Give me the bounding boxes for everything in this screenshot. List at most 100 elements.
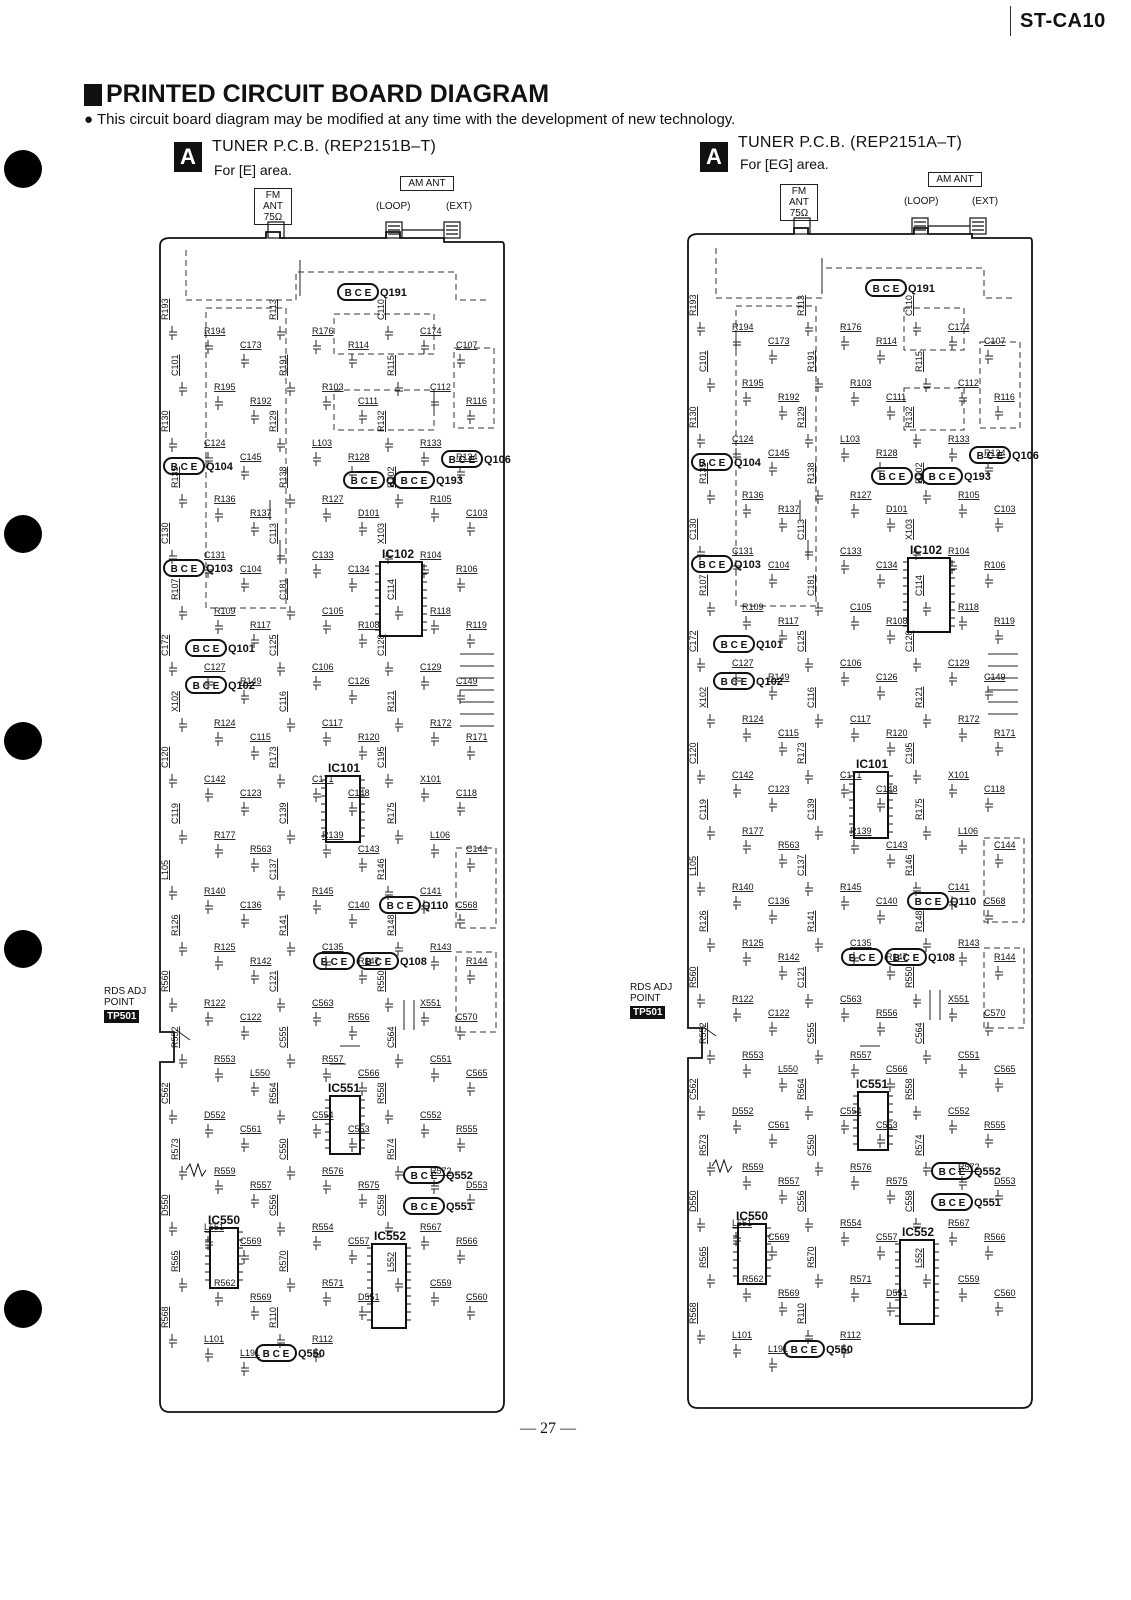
component-glyph: [959, 1288, 967, 1302]
component-label: L105: [688, 856, 698, 876]
fm-antenna-box: FM ANT 75Ω: [780, 184, 818, 221]
component-glyph: [923, 1162, 931, 1176]
transistor-label: Q552: [974, 1166, 1001, 1178]
component-label: R103: [850, 378, 872, 388]
component-glyph: [421, 1012, 429, 1026]
component-glyph: [707, 1162, 715, 1176]
component-glyph: [241, 1026, 249, 1040]
loop-label: (LOOP): [904, 196, 939, 207]
component-label: R564: [268, 1082, 278, 1104]
component-label: R570: [806, 1246, 816, 1268]
component-glyph: [769, 910, 777, 924]
component-glyph: [457, 1026, 465, 1040]
component-label: C107: [456, 340, 478, 350]
component-label: C128: [904, 630, 914, 652]
component-label: R172: [958, 714, 980, 724]
transistor-label: Q101: [756, 639, 783, 651]
component-label: R130: [160, 410, 170, 432]
component-label: C557: [876, 1232, 898, 1242]
bce-label: B C E: [411, 1202, 438, 1213]
component-label: L101: [204, 1334, 224, 1344]
component-label: R554: [312, 1222, 334, 1232]
component-glyph: [779, 966, 787, 980]
component-glyph: [169, 550, 177, 564]
component-glyph: [395, 1278, 403, 1292]
component-label: X102: [170, 691, 180, 712]
component-glyph: [457, 914, 465, 928]
component-label: R134: [456, 452, 478, 462]
ic-chip: [379, 561, 423, 637]
component-glyph: [923, 714, 931, 728]
component-label: C137: [268, 858, 278, 880]
component-label: R118: [430, 606, 451, 616]
component-glyph: [323, 620, 331, 634]
transistor-bce: [393, 471, 435, 489]
component-label: C142: [204, 774, 226, 784]
component-glyph: [287, 494, 295, 508]
component-label: C556: [796, 1190, 806, 1212]
ext-label: (EXT): [446, 201, 473, 212]
component-glyph: [841, 1120, 849, 1134]
rds-point-label: POINT: [104, 997, 135, 1008]
component-label: C105: [850, 602, 872, 612]
component-label: C564: [914, 1022, 924, 1044]
component-label: C181: [806, 574, 816, 596]
component-glyph: [769, 798, 777, 812]
component-glyph: [359, 970, 367, 984]
component-label: R135: [170, 466, 180, 488]
component-glyph: [877, 462, 885, 476]
transistor-label: Q104: [734, 457, 762, 469]
component-glyph: [251, 410, 259, 424]
component-glyph: [949, 1120, 957, 1134]
component-glyph: [169, 1222, 177, 1236]
component-label: L105: [160, 860, 170, 880]
component-glyph: [457, 354, 465, 368]
component-glyph: [431, 732, 439, 746]
component-label: C121: [268, 970, 278, 992]
component-label: R575: [358, 1180, 380, 1190]
component-glyph: [421, 1124, 429, 1138]
component-glyph: [841, 784, 849, 798]
component-glyph: [707, 826, 715, 840]
component-glyph: [313, 564, 321, 578]
component-label: R129: [268, 410, 278, 432]
component-label: C137: [796, 854, 806, 876]
component-label: R140: [204, 886, 226, 896]
component-glyph: [323, 396, 331, 410]
component-glyph: [313, 340, 321, 354]
test-point-tp501: TP501: [630, 1006, 666, 1019]
component-glyph: [959, 840, 967, 854]
component-label: R553: [742, 1050, 764, 1060]
component-label: R175: [914, 798, 924, 820]
bce-label: B C E: [939, 1198, 966, 1209]
component-label: R570: [278, 1250, 288, 1272]
component-glyph: [179, 494, 187, 508]
component-label: R571: [850, 1274, 872, 1284]
component-glyph: [959, 1064, 967, 1078]
component-label: R146: [376, 858, 386, 880]
component-label: C122: [768, 1008, 790, 1018]
component-label: R114: [348, 340, 369, 350]
component-glyph: [313, 1012, 321, 1026]
component-label: R560: [160, 970, 170, 992]
component-label: C106: [312, 662, 334, 672]
component-label: R142: [778, 952, 800, 962]
component-glyph: [313, 1236, 321, 1250]
component-glyph: [215, 956, 223, 970]
component-glyph: [815, 378, 823, 392]
component-label: C550: [806, 1134, 816, 1156]
model-number: ST-CA10: [1020, 10, 1106, 32]
component-glyph: [421, 676, 429, 690]
component-glyph: [779, 1190, 787, 1204]
component-glyph: [815, 1050, 823, 1064]
transistor-bce: [163, 457, 205, 475]
component-glyph: [241, 354, 249, 368]
component-label: R109: [214, 606, 236, 616]
component-label: C111: [358, 396, 378, 406]
component-label: C133: [312, 550, 334, 560]
component-label: R117: [250, 620, 271, 630]
bce-label: B C E: [193, 681, 220, 692]
component-glyph: [985, 910, 993, 924]
component-label: R140: [732, 882, 754, 892]
component-glyph: [205, 788, 213, 802]
